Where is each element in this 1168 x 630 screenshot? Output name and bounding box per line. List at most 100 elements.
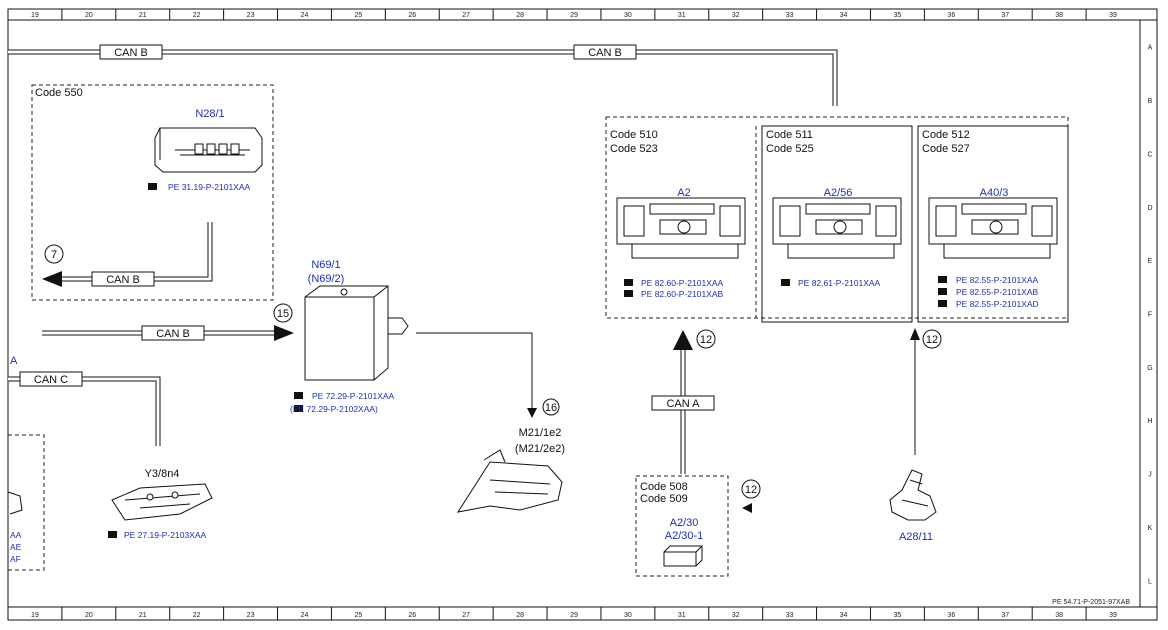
column-tick-bottom-29: 29 [570, 612, 578, 619]
column-tick-bottom-37: 37 [1001, 612, 1009, 619]
a40-ref-icon-3 [938, 300, 947, 307]
column-tick-top-29: 29 [570, 12, 578, 19]
connector-12-a-label: 12 [700, 334, 712, 346]
n69-label-alt: (N69/2) [308, 273, 345, 285]
can-b-label-box-left [99, 44, 163, 60]
can-b-code550-bus [60, 222, 213, 282]
a2-ref-icon [624, 279, 633, 286]
radio-group-outer [605, 116, 1069, 319]
group-1-code-b: Code 523 [610, 143, 658, 155]
column-tick-bottom-27: 27 [462, 612, 470, 619]
a2-56-ref-icon [781, 279, 790, 286]
group-1-code-a: Code 510 [610, 129, 658, 141]
group-3-code-a: Code 512 [922, 129, 970, 141]
column-tick-bottom-28: 28 [516, 612, 524, 619]
column-tick-top-38: 38 [1055, 12, 1063, 19]
row-tick-K: K [1148, 525, 1153, 532]
code-550-label: Code 550 [35, 87, 83, 99]
row-tick-E: E [1148, 258, 1153, 265]
m21-label-alt: (M21/2e2) [515, 443, 565, 455]
a2-30-label-alt: A2/30-1 [665, 530, 704, 542]
row-tick-F: F [1148, 312, 1152, 319]
column-tick-top-35: 35 [894, 12, 902, 19]
column-tick-top-33: 33 [786, 12, 794, 19]
left-partial-component [7, 491, 23, 515]
row-tick-A: A [1148, 45, 1153, 52]
y3-label: Y3/8n4 [145, 468, 180, 480]
column-tick-top-39: 39 [1109, 12, 1117, 19]
column-tick-bottom-34: 34 [840, 612, 848, 619]
connector-7 [44, 244, 64, 264]
can-b-label-box-mid [141, 325, 205, 341]
group-4-code-b: Code 509 [640, 493, 688, 505]
n69-label: N69/1 [311, 259, 340, 271]
column-tick-bottom-32: 32 [732, 612, 740, 619]
arrow-up-small-icon [910, 328, 920, 340]
can-a-label-box [651, 395, 715, 411]
y3-ref-0: PE 27.19-P-2103XAA [124, 530, 207, 540]
column-tick-top-24: 24 [301, 12, 309, 19]
a2-56-radio-icon [772, 197, 902, 259]
row-tick-H: H [1147, 418, 1152, 425]
column-tick-bottom-22: 22 [193, 612, 201, 619]
column-tick-bottom-39: 39 [1109, 612, 1117, 619]
column-tick-bottom-19: 19 [31, 612, 39, 619]
connector-16 [542, 398, 560, 416]
radio-group-2 [761, 125, 913, 323]
column-tick-bottom-20: 20 [85, 612, 93, 619]
column-tick-top-19: 19 [31, 12, 39, 19]
can-b-label-mid: CAN B [156, 328, 190, 340]
column-tick-bottom-23: 23 [247, 612, 255, 619]
can-b-main-bus [8, 49, 838, 106]
a40-label: A40/3 [980, 187, 1009, 199]
group-2-code-b: Code 525 [766, 143, 814, 155]
group-4-code-a: Code 508 [640, 481, 688, 493]
column-tick-bottom-30: 30 [624, 612, 632, 619]
column-tick-bottom-36: 36 [947, 612, 955, 619]
n69-module-icon [304, 285, 409, 381]
connector-12-b [741, 479, 761, 499]
n28-module-icon [154, 127, 263, 173]
a2-56-label: A2/56 [824, 187, 853, 199]
column-tick-bottom-38: 38 [1055, 612, 1063, 619]
n69-ref-0: PE 72.29-P-2101XAA [312, 391, 395, 401]
n28-ref-0: PE 31.19-P-2101XAA [168, 182, 251, 192]
column-tick-top-32: 32 [732, 12, 740, 19]
n69-ref-1: (PE 72.29-P-2102XAA) [290, 404, 378, 414]
column-tick-bottom-21: 21 [139, 612, 147, 619]
row-tick-G: G [1147, 365, 1152, 372]
column-tick-top-30: 30 [624, 12, 632, 19]
document-id: PE 54.71-P-2051-97XAB [1052, 599, 1130, 606]
group-3-code-b: Code 527 [922, 143, 970, 155]
column-ruler: 1919202021212222232324242525262627272828… [31, 9, 1117, 620]
a2-30-label: A2/30 [670, 517, 699, 529]
a40-radio-icon [928, 197, 1058, 259]
column-tick-bottom-26: 26 [408, 612, 416, 619]
y3-ref-icon [108, 531, 117, 538]
row-tick-D: D [1147, 205, 1152, 212]
can-c-label-box [19, 371, 83, 387]
arrow-down-icon [527, 408, 537, 418]
connector-16-label: 16 [545, 402, 557, 414]
column-tick-top-37: 37 [1001, 12, 1009, 19]
can-b-label-right: CAN B [588, 47, 622, 59]
a40-ref-1: PE 82.55-P-2101XAB [956, 287, 1039, 297]
row-tick-L: L [1148, 578, 1152, 585]
column-tick-top-21: 21 [139, 12, 147, 19]
column-tick-top-20: 20 [85, 12, 93, 19]
column-tick-top-31: 31 [678, 12, 686, 19]
code-508-group [635, 475, 729, 577]
a2-label: A2 [677, 187, 690, 199]
column-tick-top-26: 26 [408, 12, 416, 19]
can-b-label-left: CAN B [114, 47, 148, 59]
a40-ref-2: PE 82.55-P-2101XAD [956, 299, 1039, 309]
antenna-icon [889, 469, 937, 521]
connector-12-a [696, 329, 716, 349]
arrow-left-icon [42, 271, 62, 287]
n28-label: N28/1 [195, 108, 224, 120]
group-2-code-a: Code 511 [766, 129, 813, 141]
sheet-frame [7, 8, 1158, 621]
arrow-up-icon [673, 330, 693, 350]
can-c-bus [8, 376, 161, 446]
